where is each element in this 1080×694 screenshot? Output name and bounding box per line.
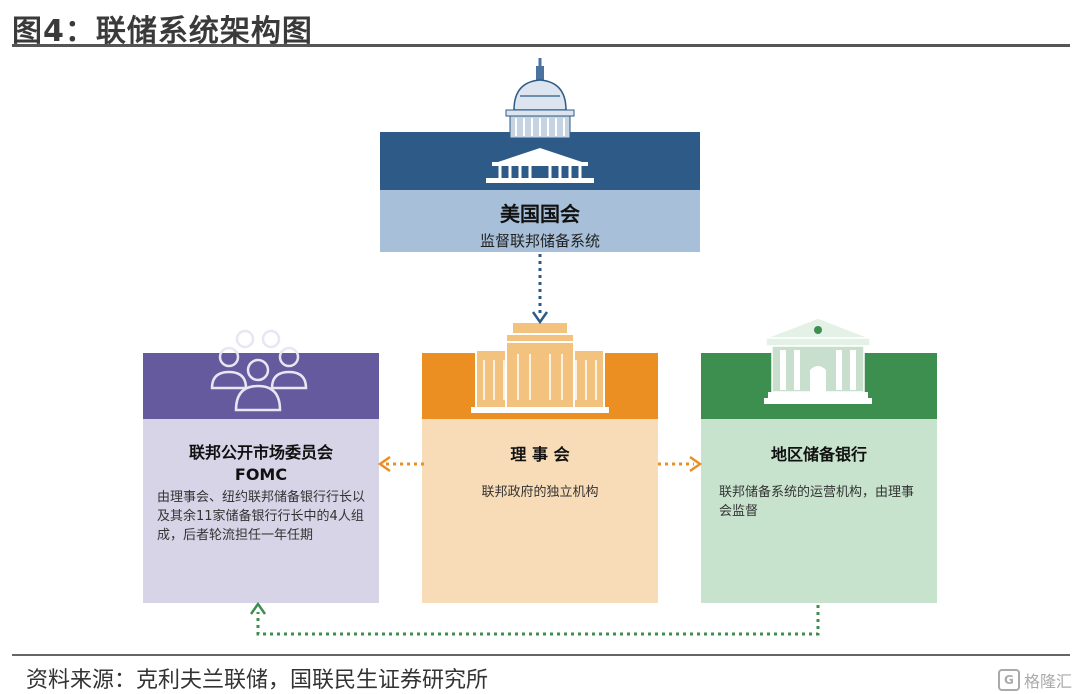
watermark: G 格隆汇 — [997, 668, 1072, 692]
congress-header — [380, 132, 700, 190]
banks-title: 地区储备银行 — [770, 445, 867, 464]
banks-box: 地区储备银行 联邦储备系统的运营机构，由理事会监督 — [701, 419, 937, 603]
congress-to-board-arrow — [531, 254, 549, 325]
board-box: 理 事 会 联邦政府的独立机构 — [422, 419, 658, 603]
fomc-abbr: FOMC — [234, 465, 288, 484]
banks-header — [701, 353, 937, 419]
congress-box: 美国国会 监督联邦储备系统 — [380, 190, 700, 252]
congress-name: 美国国会 — [500, 202, 580, 226]
fomc-header — [143, 353, 379, 419]
banks-to-fomc-arrow — [249, 601, 820, 636]
fomc-box: 联邦公开市场委员会 FOMC 由理事会、纽约联邦储备银行行长以及其余11家储备银… — [143, 419, 379, 603]
title-divider — [12, 44, 1070, 47]
board-description: 联邦政府的独立机构 — [481, 485, 599, 500]
page-title: 图4：联储系统架构图 — [12, 14, 313, 49]
fomc-description: 由理事会、纽约联邦储备银行行长以及其余11家储备银行行长中的4人组成，后者轮流担… — [157, 490, 366, 543]
footer-divider — [12, 654, 1070, 656]
board-to-fomc-arrow — [377, 455, 424, 473]
fomc-title: 联邦公开市场委员会 — [188, 443, 333, 462]
board-to-banks-arrow — [658, 455, 703, 473]
congress-role: 监督联邦储备系统 — [479, 232, 600, 250]
board-header — [422, 353, 658, 419]
banks-description: 联邦储备系统的运营机构，由理事会监督 — [719, 485, 915, 519]
watermark-logo-icon: G — [997, 669, 1020, 691]
watermark-text: 格隆汇 — [1023, 672, 1072, 691]
source-note: 资料来源：克利夫兰联储，国联民生证券研究所 — [26, 668, 489, 693]
board-title: 理 事 会 — [510, 445, 570, 464]
